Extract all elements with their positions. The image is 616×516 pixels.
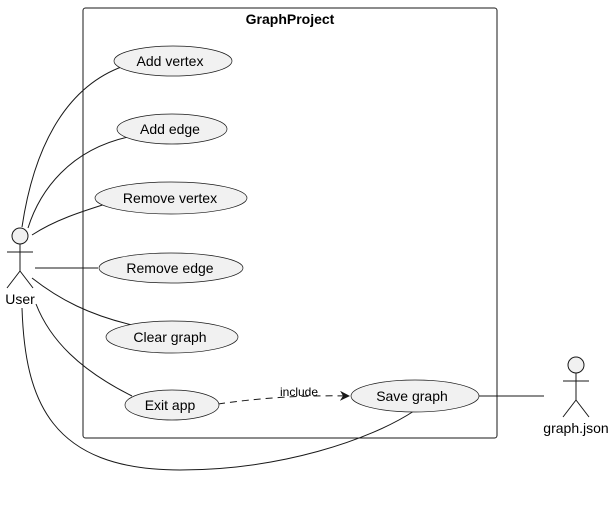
actor-label: User <box>5 291 35 307</box>
use-case-ellipse[interactable] <box>124 389 220 421</box>
use-case-remove-edge[interactable]: Remove edge <box>98 252 244 284</box>
association-clear-graph <box>31 277 133 326</box>
use-case-ellipse[interactable] <box>94 181 248 215</box>
use-case-ellipse[interactable] <box>113 45 233 77</box>
use-case-label: Exit app <box>145 397 196 413</box>
use-case-ellipse[interactable] <box>105 320 239 354</box>
stick-figure-icon <box>562 356 590 418</box>
association-add-edge <box>27 136 129 229</box>
actor-label: graph.json <box>543 420 608 436</box>
association-exit-app <box>35 303 133 397</box>
use-case-add-vertex[interactable]: Add vertex <box>113 45 233 77</box>
system-title: GraphProject <box>246 11 335 27</box>
use-case-ellipse[interactable] <box>98 252 244 284</box>
association-save-graph <box>21 307 415 471</box>
use-case-save-graph[interactable]: Save graph <box>350 379 480 413</box>
associations <box>21 65 544 471</box>
use-case-label: Add vertex <box>137 53 204 69</box>
use-case-label: Remove edge <box>126 260 213 276</box>
include-label: include <box>280 385 318 399</box>
use-case-ellipse[interactable] <box>116 113 228 145</box>
include-arrow <box>217 390 350 405</box>
use-case-ellipse[interactable] <box>350 379 480 413</box>
use-case-exit-app[interactable]: Exit app <box>124 389 220 421</box>
use-case-label: Clear graph <box>133 329 206 345</box>
use-case-add-edge[interactable]: Add edge <box>116 113 228 145</box>
use-case-label: Add edge <box>140 121 200 137</box>
use-case-clear-graph[interactable]: Clear graph <box>105 320 239 354</box>
actor-graph-json[interactable]: graph.json <box>543 356 609 436</box>
include-relation: include <box>217 385 350 405</box>
use-case-label: Save graph <box>376 388 448 404</box>
association-add-vertex <box>21 65 125 228</box>
use-case-remove-vertex[interactable]: Remove vertex <box>94 181 248 215</box>
stick-figure-icon <box>6 227 34 289</box>
use-case-label: Remove vertex <box>123 190 217 206</box>
actor-user[interactable]: User <box>5 227 35 307</box>
